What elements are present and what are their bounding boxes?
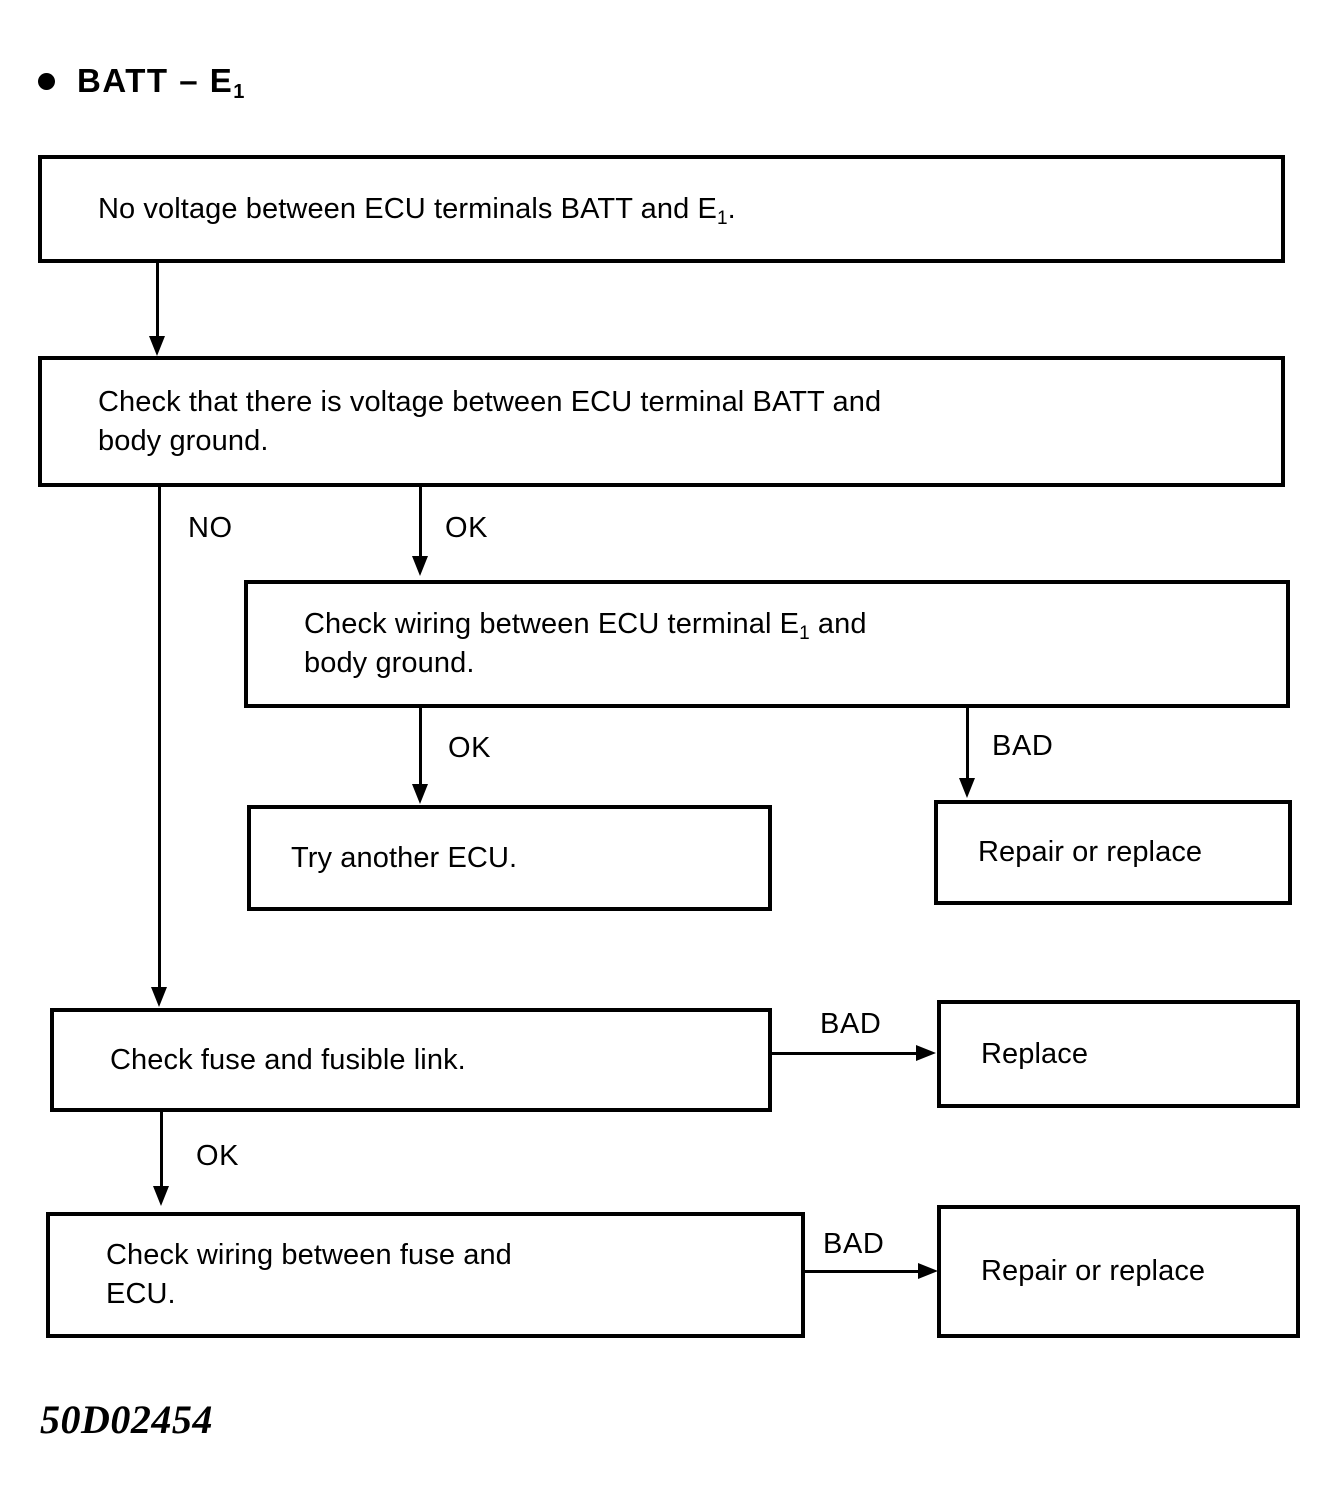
arrow-no-branch	[151, 987, 167, 1007]
page-title: BATT – E1	[38, 62, 245, 103]
node-check-batt-voltage[interactable]: Check that there is voltage between ECU …	[38, 356, 1285, 487]
node-try-another-ecu[interactable]: Try another ECU.	[247, 805, 772, 911]
node-check-wiring-e1-line1-before: Check wiring between ECU terminal E	[304, 608, 800, 641]
arrow-no-voltage-to-check-batt	[149, 336, 165, 356]
node-replace[interactable]: Replace	[937, 1000, 1300, 1108]
node-check-wiring-e1-subscript: 1	[799, 623, 810, 645]
connector-bad-branch-3	[805, 1270, 920, 1273]
node-check-wiring-e1[interactable]: Check wiring between ECU terminal E1 and…	[244, 580, 1290, 708]
connector-no-voltage-to-check-batt	[156, 263, 159, 338]
connector-ok-branch-2	[419, 708, 422, 786]
edge-label-ok-3: OK	[196, 1140, 240, 1172]
edge-label-bad-1: BAD	[992, 730, 1054, 762]
node-replace-text: Replace	[981, 1037, 1089, 1070]
page-title-label: BATT – E	[77, 62, 234, 99]
node-no-voltage-text: No voltage between ECU terminals BATT an…	[42, 190, 750, 229]
page-title-subscript: 1	[233, 81, 245, 103]
connector-bad-branch-2	[772, 1052, 918, 1055]
node-repair-or-replace-2[interactable]: Repair or replace	[937, 1205, 1300, 1338]
edge-label-no: NO	[188, 512, 233, 544]
node-check-wiring-e1-text: Check wiring between ECU terminal E1 and…	[248, 605, 881, 682]
node-no-voltage-subscript: 1	[716, 207, 728, 229]
node-repair-or-replace-1[interactable]: Repair or replace	[934, 800, 1292, 905]
edge-label-bad-2: BAD	[820, 1008, 882, 1040]
arrow-bad-branch-2	[916, 1045, 936, 1061]
node-check-fuse[interactable]: Check fuse and fusible link.	[50, 1008, 772, 1112]
edge-label-ok-2: OK	[448, 732, 492, 764]
arrow-ok-branch-1	[412, 556, 428, 576]
node-repair-or-replace-1-text: Repair or replace	[978, 836, 1203, 869]
connector-no-branch	[158, 487, 161, 989]
node-try-another-ecu-text: Try another ECU.	[291, 841, 518, 874]
node-check-wiring-fuse-ecu-line1: Check wiring between fuse and	[106, 1239, 512, 1272]
connector-ok-branch-3	[160, 1112, 163, 1188]
node-repair-or-replace-2-text: Repair or replace	[981, 1255, 1206, 1288]
arrow-bad-branch-1	[959, 778, 975, 798]
connector-ok-branch-1	[419, 487, 422, 557]
node-check-wiring-e1-line1-after: and	[809, 608, 867, 641]
node-check-wiring-e1-line2: body ground.	[304, 647, 475, 679]
bullet-dot-icon	[38, 72, 55, 90]
edge-label-ok-1: OK	[445, 512, 489, 544]
figure-code: 50D02454	[40, 1397, 213, 1442]
arrow-ok-branch-3	[153, 1186, 169, 1206]
node-check-wiring-fuse-ecu-line2: ECU.	[106, 1278, 176, 1310]
arrow-ok-branch-2	[412, 784, 428, 804]
node-check-batt-voltage-line1: Check that there is voltage between ECU …	[98, 385, 882, 418]
node-no-voltage[interactable]: No voltage between ECU terminals BATT an…	[38, 155, 1285, 263]
edge-label-bad-3: BAD	[823, 1228, 885, 1260]
connector-bad-branch-1	[966, 708, 969, 780]
arrow-bad-branch-3	[918, 1263, 938, 1279]
node-check-fuse-text: Check fuse and fusible link.	[110, 1043, 466, 1076]
node-check-batt-voltage-line2: body ground.	[98, 424, 269, 457]
node-no-voltage-text-before: No voltage between ECU terminals BATT an…	[98, 192, 717, 225]
page-title-text: BATT – E1	[77, 62, 245, 103]
node-no-voltage-text-after: .	[727, 192, 736, 225]
node-check-batt-voltage-text: Check that there is voltage between ECU …	[42, 383, 895, 460]
